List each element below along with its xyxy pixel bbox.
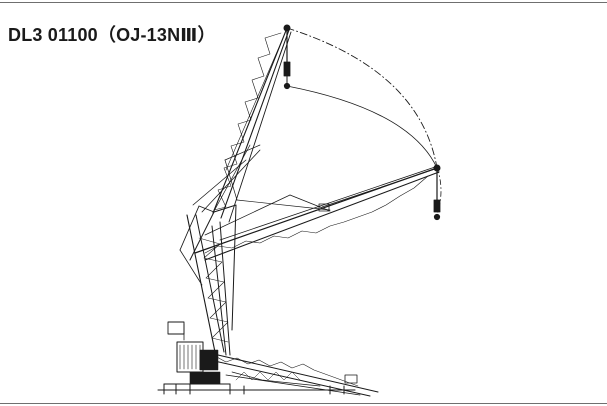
top-rule xyxy=(0,2,607,3)
raised-boom xyxy=(212,27,292,223)
lower-hook-block xyxy=(433,167,441,221)
model-title: DL3 01100（OJ-13NⅢ） xyxy=(8,25,216,45)
upper-hook-block xyxy=(283,24,291,90)
crawler-base xyxy=(157,371,356,395)
bottom-rule xyxy=(0,403,607,404)
lattice-mast xyxy=(179,144,261,356)
working-range-arc-middle xyxy=(286,85,438,169)
working-range-arc-outer xyxy=(286,27,438,169)
folded-boom xyxy=(204,351,379,397)
